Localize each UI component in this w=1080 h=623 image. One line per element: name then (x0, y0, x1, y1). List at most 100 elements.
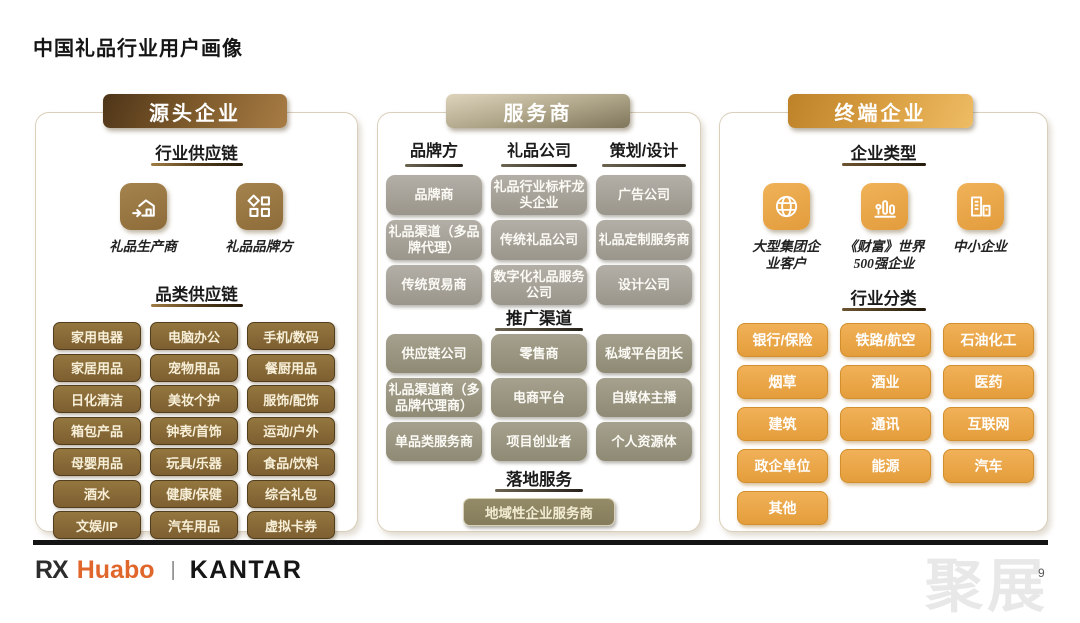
panel-terminal-enterprise: 企业类型 大型集团企业客户 (719, 112, 1048, 532)
icon-label: 《财富》世界500强企业 (843, 239, 925, 271)
underline (495, 489, 583, 492)
page-title: 中国礼品行业用户画像 (33, 38, 243, 60)
category-grid-icon (235, 183, 283, 230)
section-title-industry-category: 行业分类 (850, 290, 917, 308)
header-service-provider: 服务商 (446, 94, 630, 128)
promotion-tag: 项目创业者 (491, 422, 587, 461)
underline (150, 304, 243, 307)
promotion-tag: 礼品渠道商（多品牌代理商） (386, 378, 482, 417)
promotion-tag: 个人资源体 (596, 422, 692, 461)
item-sme: 中小企业 (932, 183, 1028, 256)
service-tag: 广告公司 (596, 175, 692, 215)
item-gift-producer: 礼品生产商 (88, 183, 198, 256)
icon-label: 礼品品牌方 (225, 239, 293, 254)
category-chain-grid: 家用电器 电脑办公 手机/数码 家居用品 宠物用品 餐厨用品 日化清洁 美妆个护… (53, 322, 335, 539)
industry-tag: 铁路/航空 (840, 323, 931, 357)
service-group-planning-design: 策划/设计 广告公司 礼品定制服务商 设计公司 (596, 137, 692, 305)
panel-service-provider: 品牌方 品牌商 礼品渠道（多品牌代理） 传统贸易商 礼品公司 礼品行业标杆龙头企… (377, 112, 701, 532)
item-gift-brand-owner: 礼品品牌方 (204, 183, 314, 256)
section-title-promotion-channel: 推广渠道 (506, 310, 572, 328)
icon-label: 中小企业 (953, 239, 1007, 254)
underline (841, 308, 926, 311)
category-tag: 钟表/首饰 (150, 416, 238, 445)
promotion-tag: 自媒体主播 (596, 378, 692, 417)
promotion-tag: 单品类服务商 (386, 422, 482, 461)
service-tag: 数字化礼品服务公司 (491, 265, 587, 305)
landing-service-tag: 地域性企业服务商 (463, 498, 615, 526)
service-groups: 品牌方 品牌商 礼品渠道（多品牌代理） 传统贸易商 礼品公司 礼品行业标杆龙头企… (386, 137, 692, 305)
item-fortune-500: 《财富》世界500强企业 (836, 183, 932, 273)
group-title: 策划/设计 (609, 143, 679, 160)
service-tag: 礼品行业标杆龙头企业 (491, 175, 587, 215)
category-tag: 箱包产品 (53, 416, 141, 445)
category-tag: 运动/户外 (247, 416, 335, 445)
category-tag: 母婴用品 (53, 448, 141, 476)
section-title-enterprise-type: 企业类型 (850, 145, 917, 163)
industry-category-grid: 银行/保险 铁路/航空 石油化工 烟草 酒业 医药 建筑 通讯 互联网 政企单位… (737, 323, 1034, 525)
header-terminal-enterprise: 终端企业 (788, 94, 973, 128)
service-tag: 传统贸易商 (386, 265, 482, 305)
service-tag: 礼品定制服务商 (596, 220, 692, 260)
promotion-tag: 私域平台团长 (596, 334, 692, 373)
icon-label: 大型集团企业客户 (752, 239, 820, 271)
footer-logos: RX Huabo | KANTAR (35, 556, 302, 585)
category-tag: 汽车用品 (150, 511, 238, 539)
category-tag: 日化清洁 (53, 385, 141, 413)
group-title: 礼品公司 (506, 143, 571, 160)
category-tag: 餐厨用品 (247, 353, 335, 382)
kantar-logo: KANTAR (189, 556, 303, 584)
section-title-category-chain: 品类供应链 (155, 286, 238, 304)
bar-chart-icon (860, 183, 908, 230)
watermark: 聚展 (925, 554, 1050, 619)
logo-separator: | (170, 559, 176, 581)
industry-tag: 互联网 (943, 407, 1034, 441)
industry-tag: 汽车 (943, 449, 1034, 483)
promotion-tag: 零售商 (491, 334, 587, 373)
promotion-tag: 电商平台 (491, 378, 587, 417)
industry-tag: 建筑 (737, 407, 828, 441)
category-tag: 虚拟卡券 (247, 511, 335, 539)
category-tag: 综合礼包 (247, 479, 335, 508)
underline (405, 164, 463, 167)
service-tag: 品牌商 (386, 175, 482, 215)
item-large-group-clients: 大型集团企业客户 (738, 183, 834, 273)
factory-arrow-icon (119, 183, 167, 230)
industry-tag: 医药 (943, 365, 1034, 399)
underline (150, 163, 243, 166)
industry-tag: 烟草 (737, 365, 828, 399)
category-tag: 文娱/IP (53, 511, 141, 539)
industry-tag: 其他 (737, 491, 828, 525)
industry-tag: 通讯 (840, 407, 931, 441)
underline (602, 164, 686, 167)
category-tag: 玩具/乐器 (150, 448, 238, 476)
industry-tag: 能源 (840, 449, 931, 483)
category-tag: 家用电器 (53, 322, 141, 350)
globe-icon (762, 183, 810, 230)
header-source-enterprise: 源头企业 (103, 94, 287, 128)
promotion-tag: 供应链公司 (386, 334, 482, 373)
category-tag: 健康/保健 (150, 479, 238, 508)
panel-source-enterprise: 行业供应链 礼品生产商 礼品 (35, 112, 358, 539)
service-tag: 设计公司 (596, 265, 692, 305)
service-group-gift-company: 礼品公司 礼品行业标杆龙头企业 传统礼品公司 数字化礼品服务公司 (491, 137, 587, 305)
category-tag: 酒水 (53, 479, 141, 508)
industry-tag: 酒业 (840, 365, 931, 399)
industry-tag: 石油化工 (943, 323, 1034, 357)
service-tag: 礼品渠道（多品牌代理） (386, 220, 482, 260)
underline (501, 164, 577, 167)
underline (841, 163, 926, 166)
huabo-logo: Huabo (76, 556, 155, 584)
category-tag: 宠物用品 (150, 353, 238, 382)
page-number: 9 (1038, 566, 1045, 580)
industry-tag: 银行/保险 (737, 323, 828, 357)
section-title-industry-chain: 行业供应链 (155, 145, 238, 163)
category-tag: 家居用品 (53, 353, 141, 382)
footer-divider-line (33, 540, 1048, 545)
buildings-icon (956, 183, 1004, 230)
service-group-brand: 品牌方 品牌商 礼品渠道（多品牌代理） 传统贸易商 (386, 137, 482, 305)
category-tag: 美妆个护 (150, 385, 238, 413)
group-title: 品牌方 (409, 143, 458, 160)
category-tag: 电脑办公 (150, 322, 238, 350)
category-tag: 食品/饮料 (247, 448, 335, 476)
service-tag: 传统礼品公司 (491, 220, 587, 260)
